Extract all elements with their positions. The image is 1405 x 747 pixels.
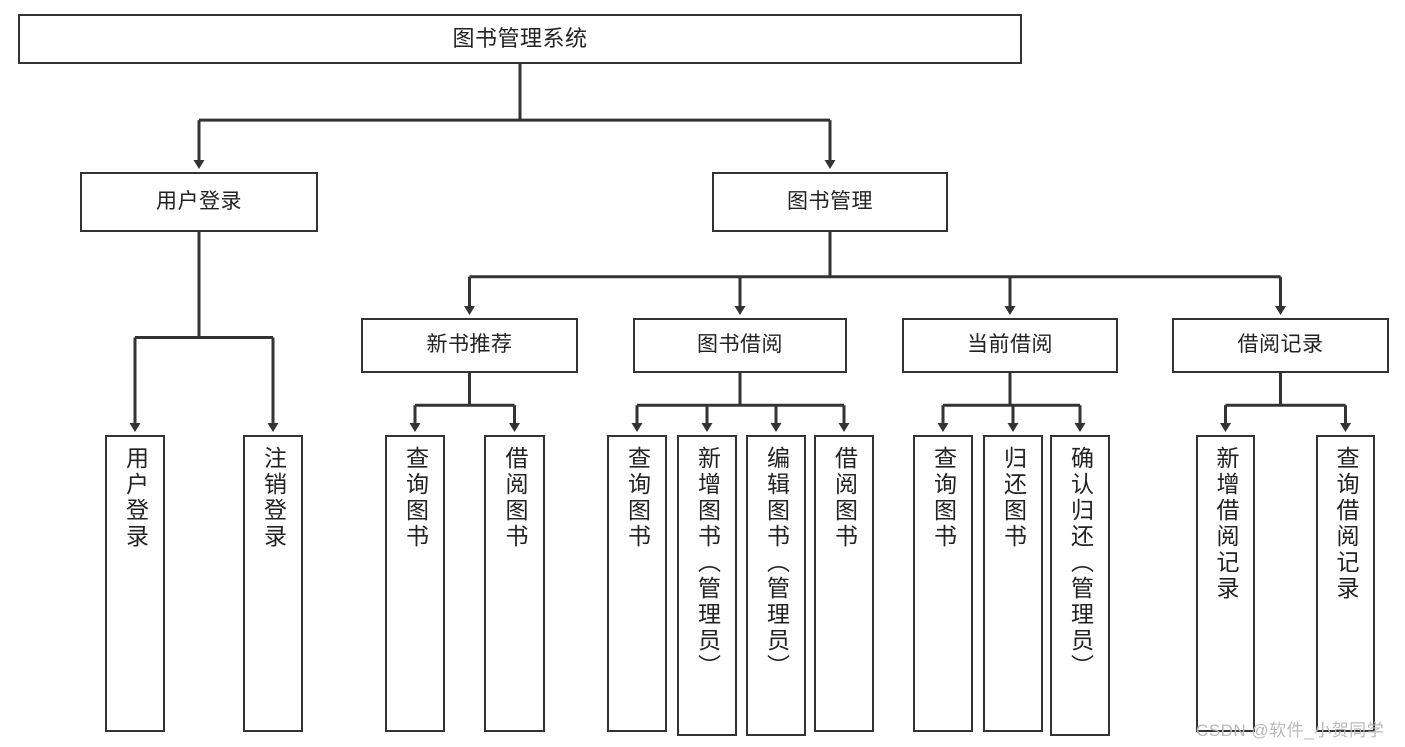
node-book-borrow[interactable]: 图书借阅 xyxy=(633,318,847,373)
node-leaf-add-book-admin[interactable]: 新增图书（管理员） xyxy=(677,435,737,736)
node-leaf-query-borrow-record-label: 查询借阅记录 xyxy=(1333,446,1359,602)
node-leaf-query-borrow-record[interactable]: 查询借阅记录 xyxy=(1316,435,1375,732)
node-leaf-return-book[interactable]: 归还图书 xyxy=(983,435,1043,732)
node-leaf-query-book-borrow-label: 查询图书 xyxy=(624,446,651,550)
node-leaf-borrow-book[interactable]: 借阅图书 xyxy=(814,435,874,732)
node-leaf-borrow-book-recommend-label: 借阅图书 xyxy=(502,446,528,550)
node-leaf-query-book-borrow[interactable]: 查询图书 xyxy=(607,435,667,732)
node-leaf-user-logout-label: 注销登录 xyxy=(260,446,287,550)
node-current-borrow-label: 当前借阅 xyxy=(967,333,1053,357)
node-user-login[interactable]: 用户登录 xyxy=(80,172,318,232)
node-leaf-return-book-label: 归还图书 xyxy=(1000,446,1027,550)
node-current-borrow[interactable]: 当前借阅 xyxy=(902,318,1118,373)
node-leaf-add-borrow-record-label: 新增借阅记录 xyxy=(1213,446,1239,602)
node-leaf-query-book-current[interactable]: 查询图书 xyxy=(913,435,973,732)
node-new-book-recommend[interactable]: 新书推荐 xyxy=(361,318,578,373)
node-book-management[interactable]: 图书管理 xyxy=(712,172,948,232)
node-borrow-record-label: 借阅记录 xyxy=(1237,333,1324,357)
node-book-borrow-label: 图书借阅 xyxy=(697,333,783,357)
node-leaf-user-logout[interactable]: 注销登录 xyxy=(243,435,303,732)
node-book-management-label: 图书管理 xyxy=(787,189,873,213)
node-leaf-add-borrow-record[interactable]: 新增借阅记录 xyxy=(1196,435,1255,732)
node-leaf-edit-book-admin[interactable]: 编辑图书（管理员） xyxy=(746,435,806,736)
node-leaf-add-book-admin-label: 新增图书（管理员） xyxy=(694,446,721,680)
node-user-login-label: 用户登录 xyxy=(156,189,242,213)
node-leaf-borrow-book-recommend[interactable]: 借阅图书 xyxy=(484,435,545,732)
node-leaf-edit-book-admin-label: 编辑图书（管理员） xyxy=(763,446,790,680)
node-root-label: 图书管理系统 xyxy=(452,26,588,52)
node-new-book-recommend-label: 新书推荐 xyxy=(426,333,513,357)
node-leaf-confirm-return-admin[interactable]: 确认归还（管理员） xyxy=(1050,435,1110,736)
node-root[interactable]: 图书管理系统 xyxy=(18,14,1022,64)
csdn-watermark: CSDN @软件_小贺同学 xyxy=(1196,721,1385,740)
node-leaf-query-book-current-label: 查询图书 xyxy=(930,446,957,550)
node-leaf-query-book-recommend[interactable]: 查询图书 xyxy=(385,435,445,732)
node-leaf-query-book-recommend-label: 查询图书 xyxy=(402,446,429,550)
node-borrow-record[interactable]: 借阅记录 xyxy=(1172,318,1389,373)
node-leaf-borrow-book-label: 借阅图书 xyxy=(831,446,858,550)
node-leaf-confirm-return-admin-label: 确认归还（管理员） xyxy=(1067,446,1094,680)
node-leaf-user-login-label: 用户登录 xyxy=(122,446,149,550)
node-leaf-user-login[interactable]: 用户登录 xyxy=(105,435,165,732)
